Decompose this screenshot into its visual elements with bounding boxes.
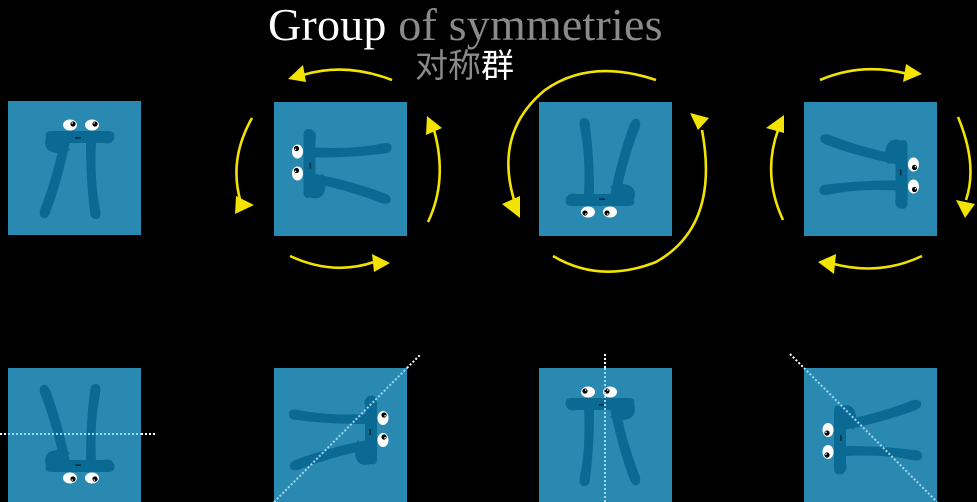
square-rotate-180: [539, 102, 672, 236]
arrowheads: [235, 65, 442, 272]
square-rotate-90-ccw: [274, 102, 407, 236]
square-rotate-90-cw: [804, 102, 937, 236]
title-group-word: Group: [268, 0, 387, 50]
rotation-arrows-ccw-four: [235, 68, 442, 270]
arrowheads: [766, 64, 975, 274]
subtitle-dim: 对称: [415, 46, 481, 85]
title-rest: of symmetries: [386, 0, 663, 50]
subtitle-highlight: 群: [481, 46, 514, 85]
page-title: Group of symmetries: [268, 0, 663, 51]
rotation-arrows-cw-four: [769, 67, 972, 270]
reflection-axis-antidiagonal: [789, 353, 938, 502]
square-identity: [8, 101, 141, 235]
arrowheads: [502, 113, 709, 218]
page-subtitle: 对称群: [415, 46, 514, 86]
rotation-arrows-180: [507, 69, 708, 273]
reflection-axis-diagonal: [273, 353, 422, 502]
